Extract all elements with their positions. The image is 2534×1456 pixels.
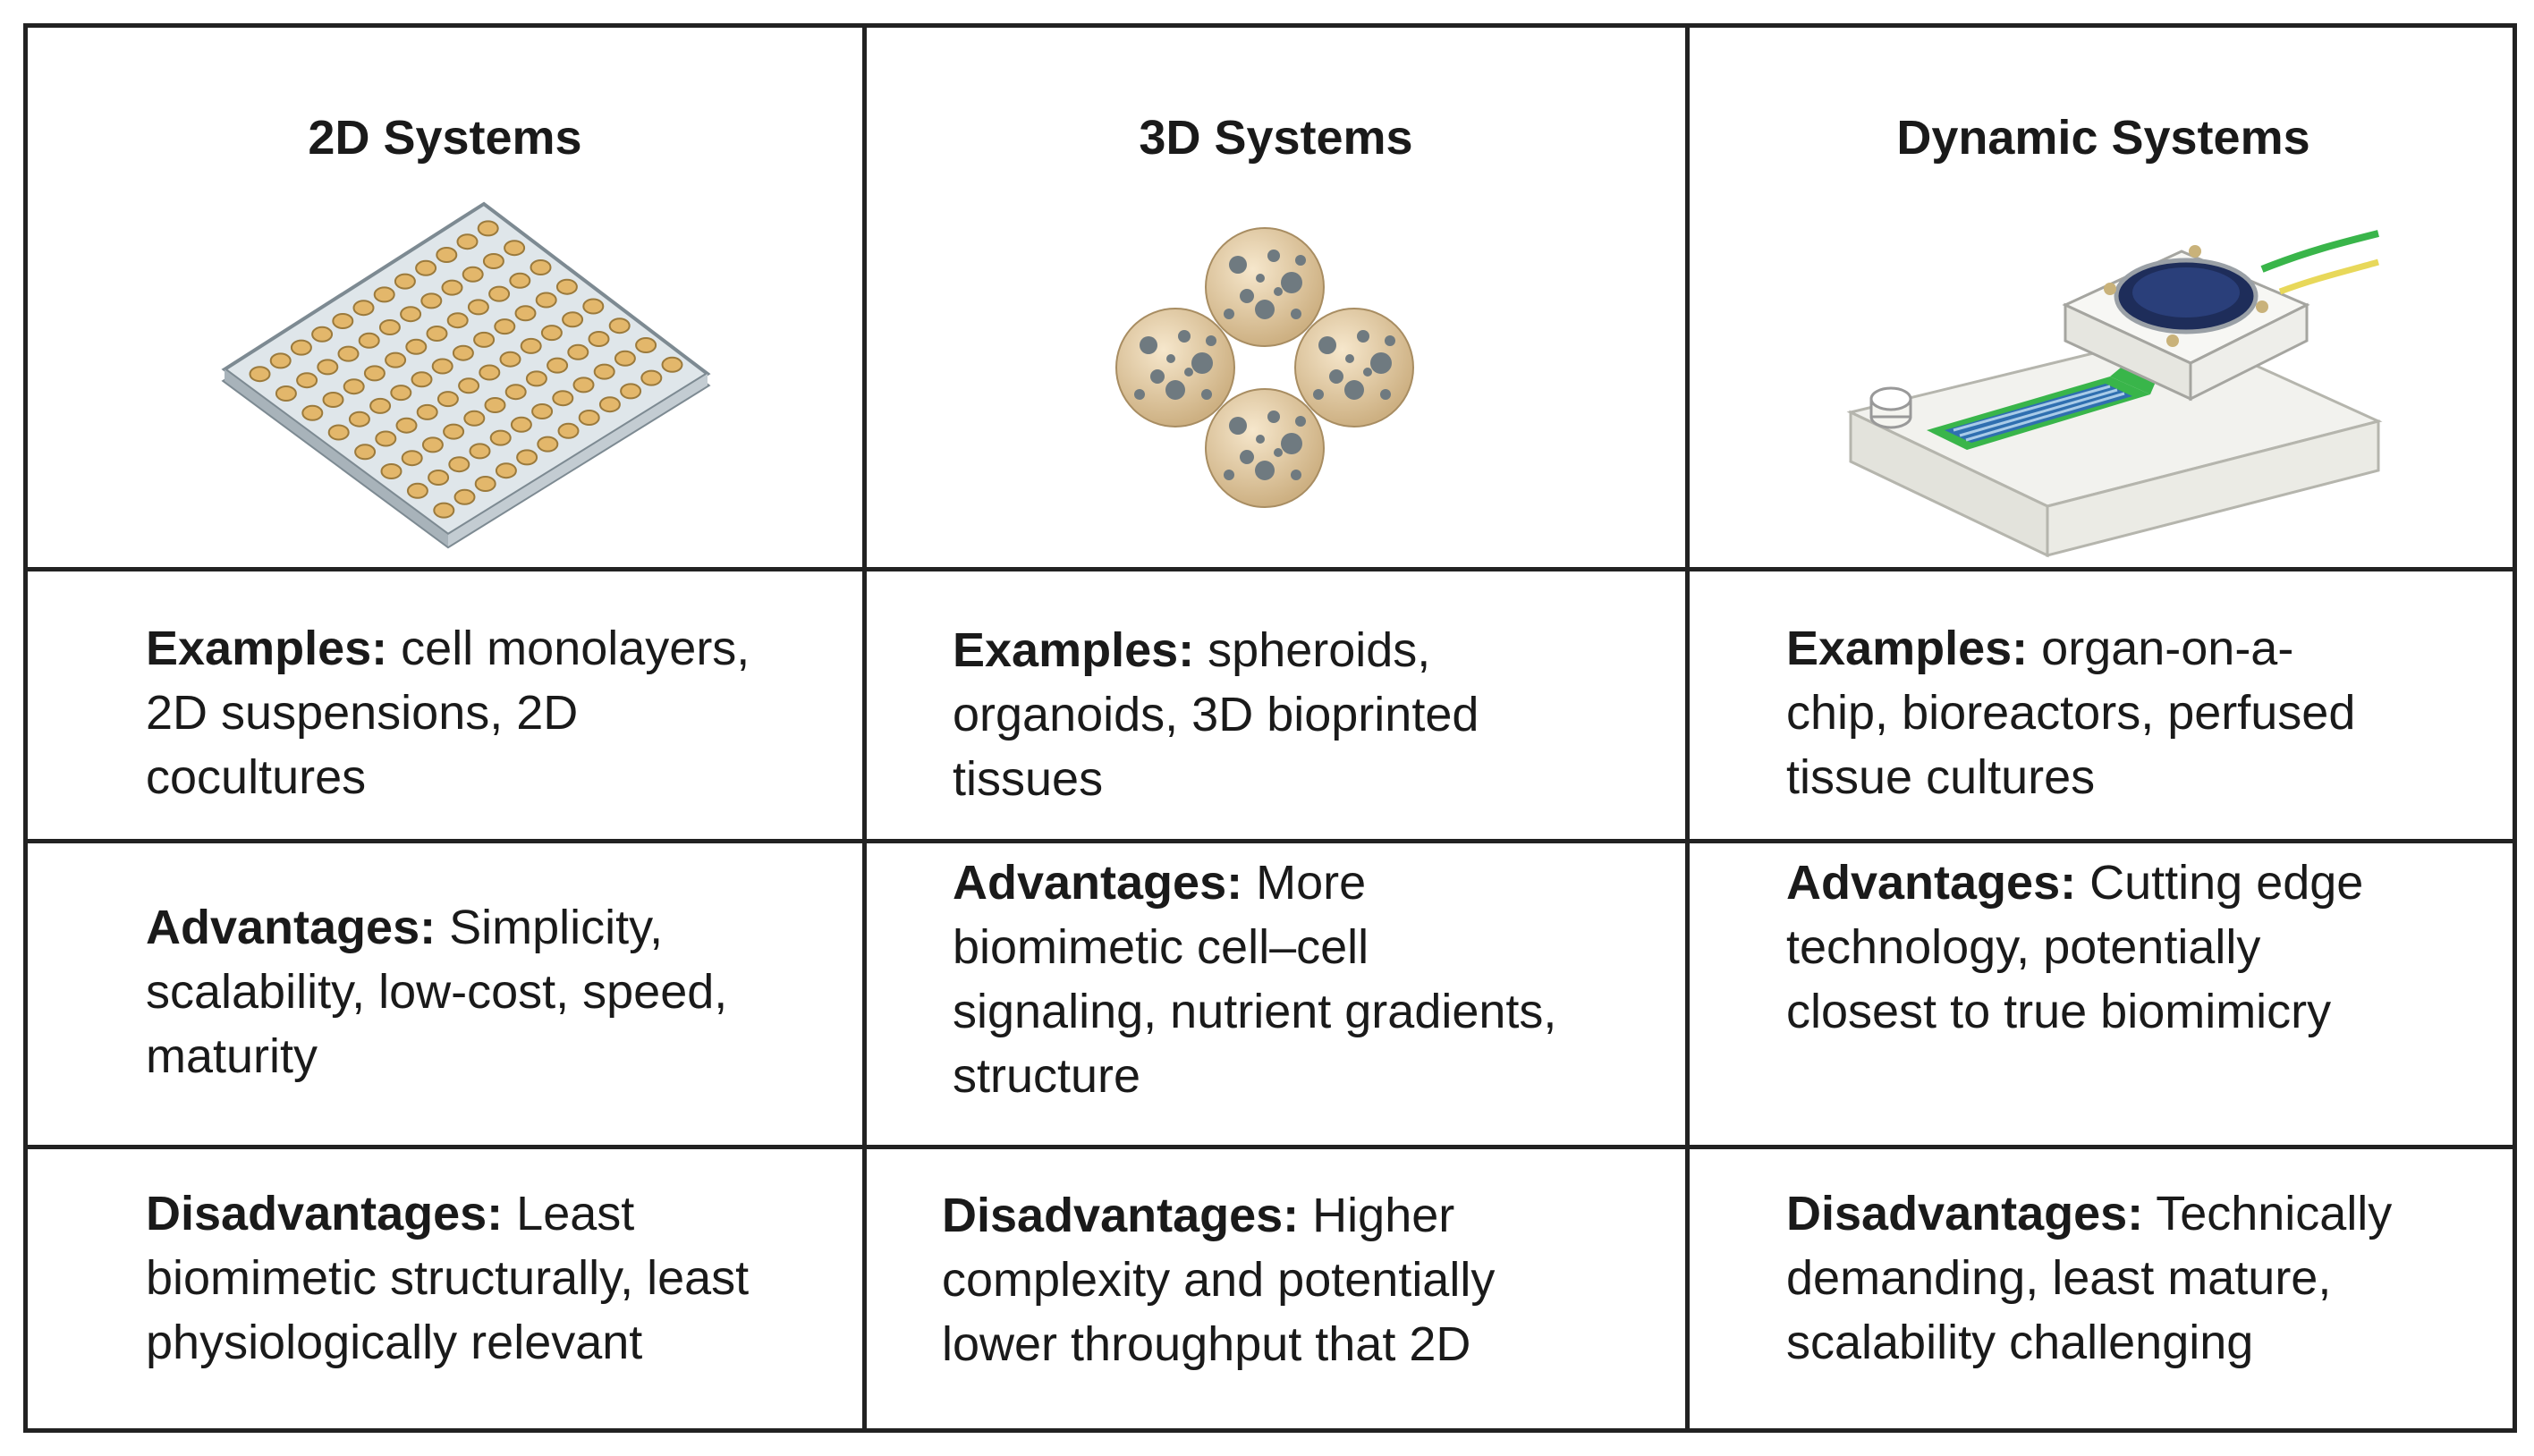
advantages-line: biomimetic cell–cell (953, 920, 1369, 974)
disadvantages-line: complexity and potentially (942, 1253, 1496, 1307)
disadvantages-line: Technically (2156, 1187, 2393, 1240)
disadvantages-line: lower throughput that 2D (942, 1317, 1471, 1371)
advantages-text: Advantages: More biomimetic cell–cell si… (953, 851, 1556, 1108)
row-divider (28, 567, 2513, 571)
advantages-line: signaling, nutrient gradients, (953, 985, 1557, 1038)
advantages-line: Simplicity, (449, 901, 664, 954)
disadvantages-line: demanding, least mature, (1786, 1251, 2332, 1305)
examples-line: 2D suspensions, 2D (146, 686, 579, 740)
advantages-label: Advantages: (953, 856, 1243, 910)
examples-line: cell monolayers, (401, 622, 750, 675)
column-divider (862, 28, 867, 1428)
row-divider (28, 839, 2513, 843)
column-title: 3D Systems (1139, 111, 1413, 165)
examples-text: Examples: cell monolayers, 2D suspension… (146, 616, 750, 809)
examples-line: organ-on-a- (2041, 622, 2294, 675)
advantages-line: technology, potentially (1786, 920, 2261, 974)
advantages-line: closest to true biomimicry (1786, 985, 2332, 1038)
advantages-cell-2d: Advantages: Simplicity, scalability, low… (28, 843, 862, 1145)
disadvantages-line: Least (516, 1187, 635, 1240)
well-plate-icon (221, 201, 711, 549)
disadvantages-cell-dynamic: Disadvantages: Technically demanding, le… (1690, 1149, 2517, 1433)
examples-cell-dynamic: Examples: organ-on-a- chip, bioreactors,… (1690, 571, 2517, 839)
disadvantages-line: Higher (1312, 1189, 1455, 1242)
row-divider (28, 1145, 2513, 1149)
examples-text: Examples: organ-on-a- chip, bioreactors,… (1786, 616, 2355, 809)
comparison-table: 2D Systems 3D Systems Dynamic Systems (23, 23, 2517, 1433)
disadvantages-cell-2d: Disadvantages: Least biomimetic structur… (28, 1149, 862, 1433)
advantages-line: scalability, low-cost, speed, (146, 965, 728, 1019)
disadvantages-text: Disadvantages: Technically demanding, le… (1786, 1181, 2392, 1375)
examples-cell-2d: Examples: cell monolayers, 2D suspension… (28, 571, 862, 839)
header-cell-2d: 2D Systems (28, 28, 862, 567)
column-title: Dynamic Systems (1896, 111, 2310, 165)
examples-cell-3d: Examples: spheroids, organoids, 3D biopr… (867, 571, 1685, 839)
advantages-label: Advantages: (1786, 856, 2077, 910)
examples-label: Examples: (953, 623, 1195, 677)
spheroids-icon (1115, 227, 1414, 508)
examples-label: Examples: (146, 622, 388, 675)
advantages-line: maturity (146, 1029, 318, 1083)
column-title: 2D Systems (308, 111, 582, 165)
examples-label: Examples: (1786, 622, 2029, 675)
examples-line: chip, bioreactors, perfused (1786, 686, 2356, 740)
disadvantages-label: Disadvantages: (1786, 1187, 2144, 1240)
advantages-line: Cutting edge (2089, 856, 2364, 910)
disadvantages-cell-3d: Disadvantages: Higher complexity and pot… (867, 1149, 1685, 1433)
examples-text: Examples: spheroids, organoids, 3D biopr… (953, 618, 1479, 811)
disadvantages-text: Disadvantages: Least biomimetic structur… (146, 1181, 749, 1375)
advantages-text: Advantages: Cutting edge technology, pot… (1786, 851, 2363, 1044)
advantages-line: structure (953, 1049, 1141, 1103)
disadvantages-line: scalability challenging (1786, 1316, 2254, 1369)
examples-line: tissues (953, 752, 1104, 806)
advantages-cell-3d: Advantages: More biomimetic cell–cell si… (867, 843, 1685, 1145)
examples-line: tissue cultures (1786, 750, 2096, 804)
examples-line: spheroids, (1208, 623, 1431, 677)
disadvantages-text: Disadvantages: Higher complexity and pot… (942, 1183, 1495, 1376)
disadvantages-label: Disadvantages: (942, 1189, 1300, 1242)
advantages-text: Advantages: Simplicity, scalability, low… (146, 895, 727, 1088)
advantages-line: More (1256, 856, 1367, 910)
advantages-label: Advantages: (146, 901, 436, 954)
organ-on-chip-icon (1846, 230, 2383, 558)
advantages-cell-dynamic: Advantages: Cutting edge technology, pot… (1690, 843, 2517, 1145)
column-divider (1685, 28, 1690, 1428)
examples-line: organoids, 3D bioprinted (953, 688, 1479, 741)
header-cell-dynamic: Dynamic Systems (1690, 28, 2517, 567)
disadvantages-line: physiologically relevant (146, 1316, 643, 1369)
examples-line: cocultures (146, 750, 367, 804)
disadvantages-line: biomimetic structurally, least (146, 1251, 750, 1305)
disadvantages-label: Disadvantages: (146, 1187, 504, 1240)
header-cell-3d: 3D Systems (867, 28, 1685, 567)
